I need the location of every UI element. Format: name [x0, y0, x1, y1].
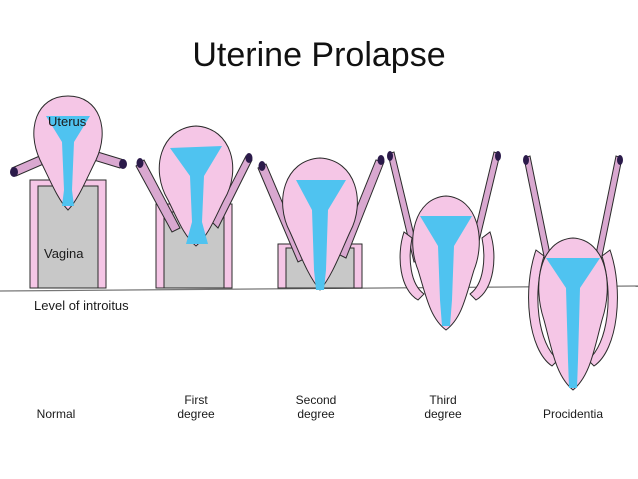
stage-caption-line2: Procidentia	[543, 407, 603, 421]
page-title: Uterine Prolapse	[192, 36, 446, 74]
uterine-cavity	[170, 146, 222, 244]
stage-second-degree	[257, 155, 385, 291]
uterine-cavity	[546, 258, 600, 388]
stage-third-degree	[387, 151, 501, 331]
stage-caption-line1: Second	[296, 393, 337, 407]
vagina-label: Vagina	[44, 246, 84, 261]
vaginal-wall-left	[399, 231, 425, 301]
uterine-cavity	[46, 116, 90, 206]
uterus-label: Uterus	[48, 114, 87, 129]
stage-caption-line2: degree	[297, 407, 335, 421]
uterine-cavity	[420, 216, 472, 326]
stage-normal	[10, 95, 127, 289]
stage-caption-line1: Third	[429, 393, 456, 407]
uterine-cavity	[296, 180, 346, 290]
introitus-label: Level of introitus	[34, 298, 129, 313]
stage-caption-line2: degree	[177, 407, 215, 421]
stage-caption-line2: degree	[424, 407, 462, 421]
vaginal-wall-right	[469, 231, 495, 301]
stage-procidentia	[523, 155, 623, 391]
stage-caption-line2: Normal	[37, 407, 76, 421]
stage-first-degree	[135, 125, 253, 289]
stage-caption-line1: First	[184, 393, 208, 407]
ligament-left	[523, 155, 553, 267]
ligament-right	[593, 155, 623, 267]
